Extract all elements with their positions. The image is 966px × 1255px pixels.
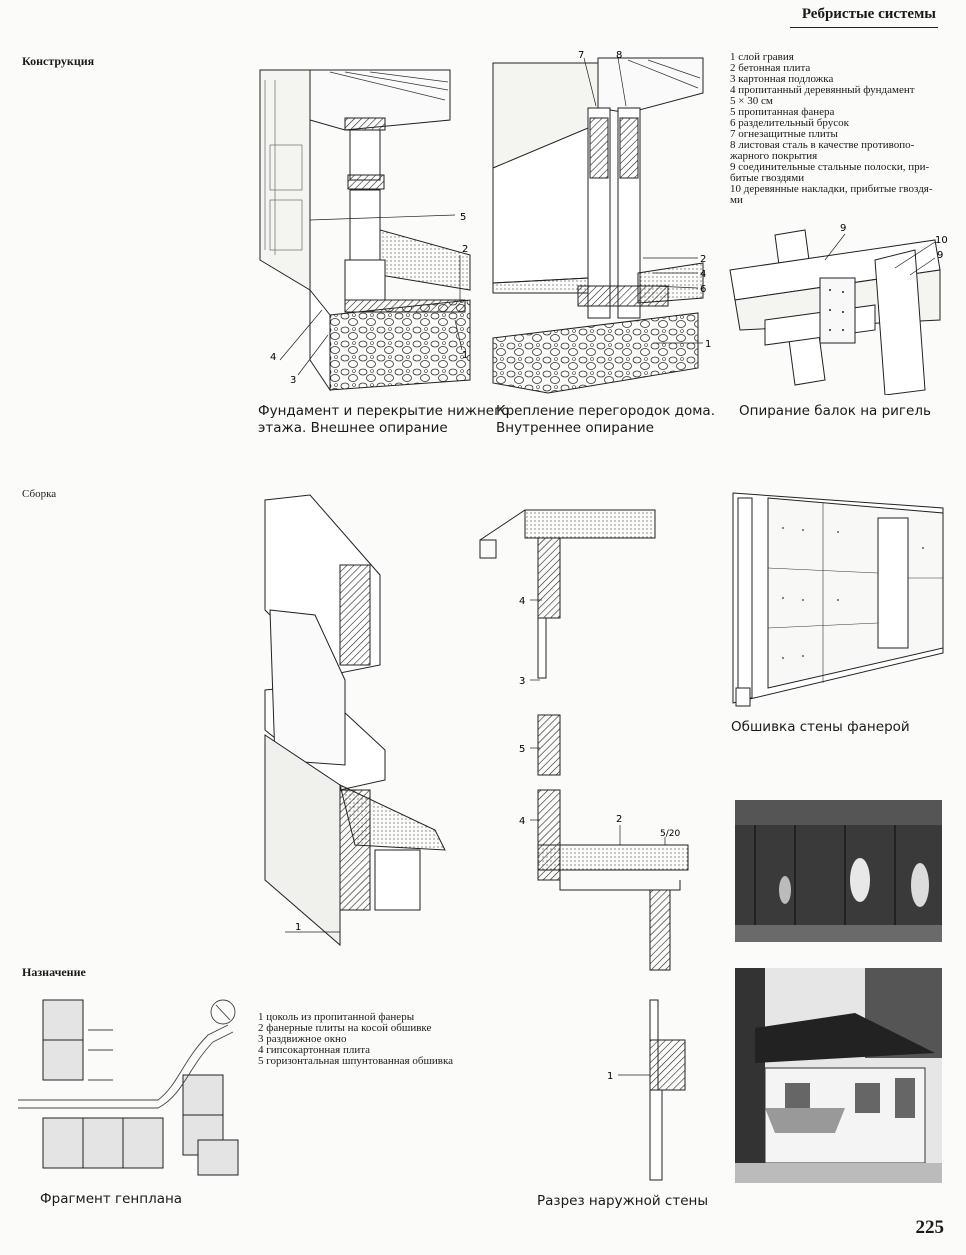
callout: 2 (700, 254, 706, 265)
plywood-wall-drawing (732, 492, 944, 707)
callout: 5/20 (660, 829, 680, 839)
caption-siteplan: Фрагмент генплана (40, 1191, 183, 1207)
callout: 1 (295, 922, 301, 933)
callout: 4 (270, 352, 276, 363)
callout: 9 (937, 250, 943, 261)
callout: 2 (462, 244, 468, 255)
caption-section: Разрез наружной стены (537, 1193, 708, 1209)
callout: 3 (519, 676, 525, 687)
assembly-drawing: 1 (264, 494, 446, 947)
section-label-purpose: Назначение (22, 965, 86, 979)
callout: 1 (607, 1071, 613, 1082)
page-header-title: Ребристые системы (801, 6, 936, 22)
caption-foundation: Фундамент и перекрытие нижнего этажа. Вн… (258, 403, 510, 436)
callout: 10 (935, 235, 948, 246)
legend-top: 1 слой гравия 2 бетонная плита 3 картонн… (730, 51, 933, 206)
callout: 8 (616, 50, 622, 61)
callout: 2 (616, 814, 622, 825)
wall-section-drawing: 4 3 5 4 2 5/20 1 (479, 509, 689, 1181)
caption-beams: Опирание балок на ригель (739, 403, 931, 419)
callout: 4 (700, 269, 706, 280)
section-label-construction: Конструкция (22, 54, 95, 68)
foundation-drawing: 5 2 1 4 3 (259, 69, 471, 392)
partitions-drawing: 7 8 2 4 6 1 (492, 50, 711, 394)
page-number: 225 (915, 1217, 945, 1238)
callout: 4 (519, 596, 525, 607)
callout: 1 (462, 350, 468, 361)
callout: 6 (700, 284, 706, 295)
callout: 1 (705, 339, 711, 350)
legend-bottom: 1 цоколь из пропитанной фанеры 2 фанерны… (258, 1011, 454, 1067)
callout: 9 (840, 223, 846, 234)
callout: 7 (578, 50, 584, 61)
caption-plywood: Обшивка стены фанерой (731, 719, 910, 735)
photo-houses (735, 968, 942, 1183)
section-label-assembly: Сборка (22, 488, 57, 500)
callout: 5 (460, 212, 466, 223)
callout: 5 (519, 744, 525, 755)
header-rule (790, 27, 938, 28)
photo-workers (735, 800, 942, 942)
site-plan-drawing (18, 999, 239, 1176)
beam-support-drawing: 9 10 9 (729, 223, 948, 395)
caption-partitions: Крепление перегородок дома. Внутреннее о… (496, 403, 715, 436)
callout: 4 (519, 816, 525, 827)
callout: 3 (290, 375, 296, 386)
